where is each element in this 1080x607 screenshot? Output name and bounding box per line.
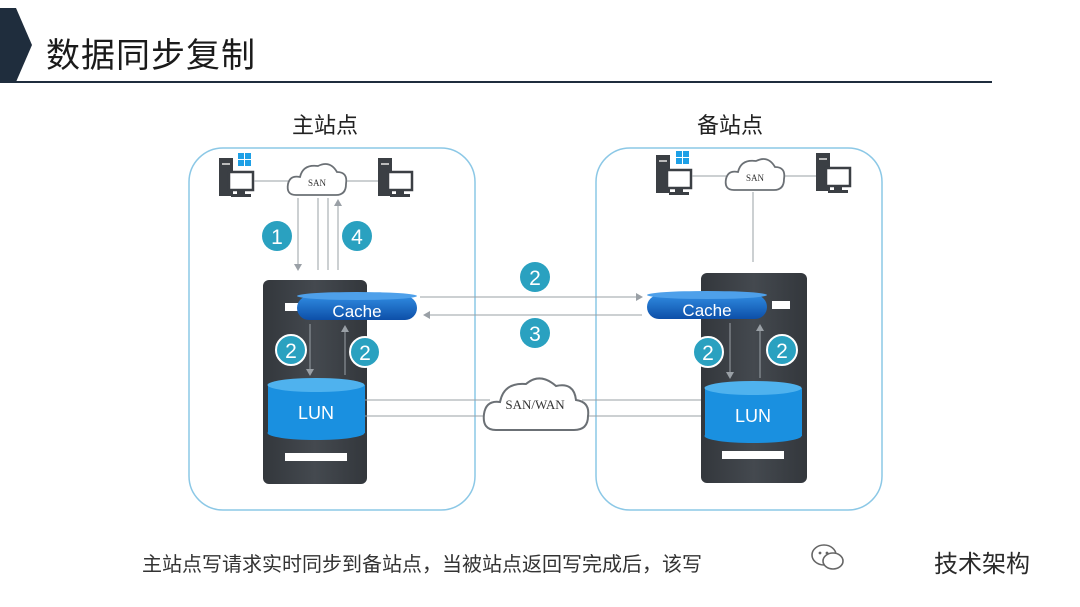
san-wan-cloud-icon [482,377,590,431]
primary-step-badge-2a-label: 2 [285,340,297,363]
primary-site-frame [188,147,476,511]
primary-cache [297,292,417,320]
primary-san-label: SAN [308,178,327,188]
secondary-step-badge-2a-label: 2 [702,342,714,365]
secondary-step-badge-2b [766,334,798,366]
primary-windows-host-icon [219,153,255,197]
secondary-windows-host-icon [656,151,693,195]
secondary-san-cloud-icon [724,158,786,191]
secondary-step-badge-2b-label: 2 [776,340,788,363]
secondary-site-frame [595,147,883,511]
secondary-cache [647,291,767,319]
primary-lun-disk [267,378,365,440]
link-step-badge-3 [520,318,550,348]
link-step-badge-2-label: 2 [529,267,541,290]
secondary-site-label: 备站点 [697,114,764,139]
primary-san-cloud-icon [286,163,348,196]
watermark: 技术架构 [934,550,1030,578]
secondary-host-icon [816,153,852,193]
secondary-lun-disk [704,381,802,443]
title-tab-marker [0,8,32,82]
primary-step-badge-1-label: 1 [271,226,283,249]
primary-step-badge-2b [349,336,381,368]
primary-cache-label: Cache [332,302,381,321]
primary-step-badge-2b-label: 2 [359,342,371,365]
primary-step-badge-2a [275,334,307,366]
wechat-icon [811,544,844,570]
page-title: 数据同步复制 [46,36,256,76]
san-wan-label: SAN/WAN [505,397,565,412]
primary-lun-label: LUN [298,403,334,423]
link-step-badge-3-label: 3 [529,323,541,346]
secondary-san-label: SAN [746,173,765,183]
secondary-cache-label: Cache [682,301,731,320]
link-step-badge-2 [520,262,550,292]
title-divider [0,81,992,83]
slide-caption: 主站点写请求实时同步到备站点，当被站点返回写完成后，该写 [142,552,702,576]
primary-site-label: 主站点 [292,114,359,139]
primary-step-badge-4 [342,221,372,251]
secondary-step-badge-2a [692,336,724,368]
primary-host-icon [378,158,414,197]
primary-step-badge-1 [262,221,292,251]
secondary-lun-label: LUN [735,406,771,426]
primary-step-badge-4-label: 4 [351,226,363,249]
